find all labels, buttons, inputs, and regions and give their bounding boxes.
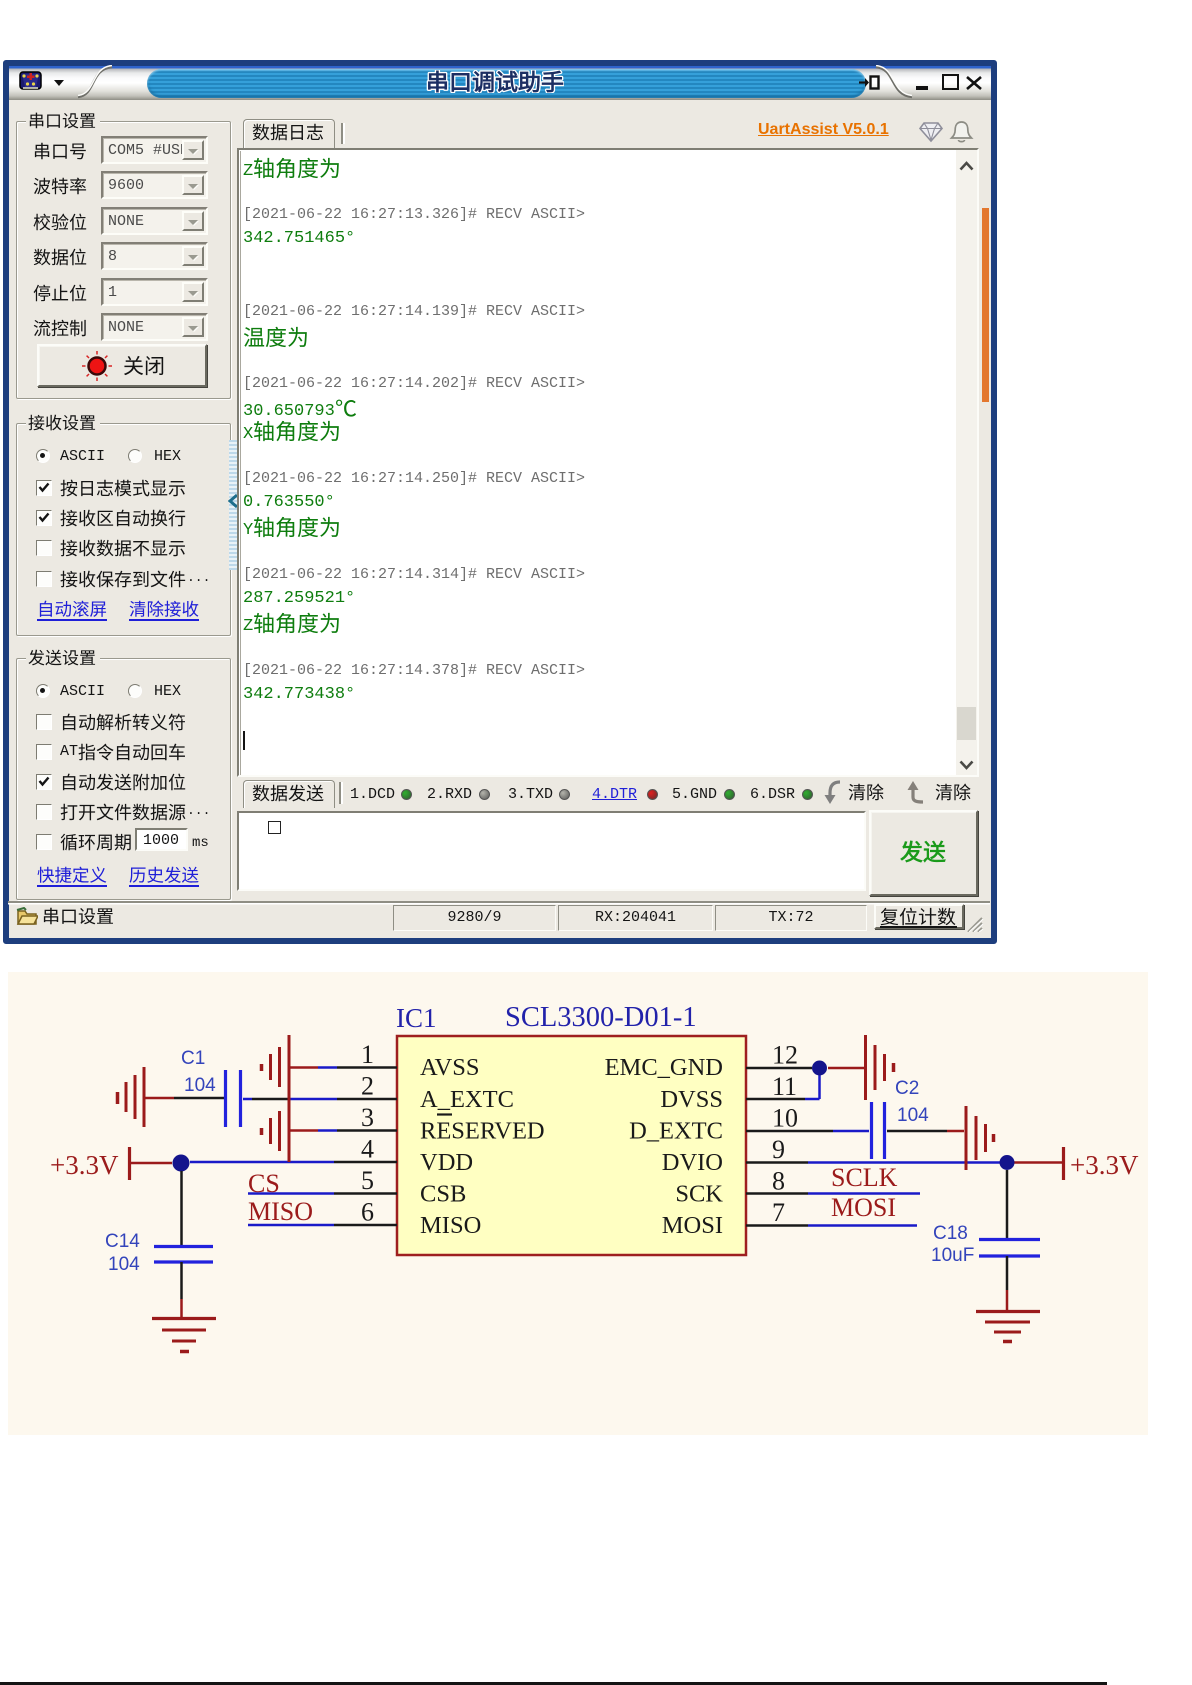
svg-text:C1: C1 <box>181 1048 205 1069</box>
svg-text:C18: C18 <box>933 1223 968 1244</box>
svg-text:MISO: MISO <box>420 1212 481 1239</box>
svg-text:MOSI: MOSI <box>831 1193 896 1222</box>
svg-text:SCLK: SCLK <box>831 1163 898 1192</box>
svg-text:DVIO: DVIO <box>662 1149 723 1176</box>
svg-text:VDD: VDD <box>420 1149 473 1176</box>
svg-text:EMC_GND: EMC_GND <box>605 1054 723 1081</box>
svg-text:12: 12 <box>772 1041 798 1070</box>
svg-text:1: 1 <box>361 1040 374 1069</box>
svg-text:6: 6 <box>361 1198 374 1227</box>
svg-text:+3.3V: +3.3V <box>50 1150 119 1180</box>
svg-text:11: 11 <box>772 1072 797 1101</box>
svg-text:C14: C14 <box>105 1231 140 1252</box>
svg-text:10uF: 10uF <box>931 1245 974 1266</box>
svg-text:10: 10 <box>772 1104 798 1133</box>
svg-text:7: 7 <box>772 1198 785 1227</box>
svg-text:CSB: CSB <box>420 1181 466 1208</box>
svg-text:C2: C2 <box>895 1078 919 1099</box>
svg-text:SCL3300-D01-1: SCL3300-D01-1 <box>505 1002 697 1033</box>
svg-text:8: 8 <box>772 1167 785 1196</box>
svg-text:9: 9 <box>772 1135 785 1164</box>
svg-text:DVSS: DVSS <box>660 1086 723 1113</box>
svg-text:5: 5 <box>361 1166 374 1195</box>
svg-text:104: 104 <box>108 1254 140 1275</box>
svg-text:D_EXTC: D_EXTC <box>629 1118 723 1145</box>
svg-text:MOSI: MOSI <box>662 1212 723 1239</box>
svg-text:3: 3 <box>361 1103 374 1132</box>
svg-text:IC1: IC1 <box>396 1003 437 1033</box>
svg-text:+3.3V: +3.3V <box>1070 1150 1139 1180</box>
svg-text:AVSS: AVSS <box>420 1054 479 1081</box>
svg-text:4: 4 <box>361 1135 374 1164</box>
svg-text:RESERVED: RESERVED <box>420 1118 545 1145</box>
svg-text:A_EXTC: A_EXTC <box>420 1086 514 1113</box>
svg-text:2: 2 <box>361 1072 374 1101</box>
svg-text:SCK: SCK <box>675 1181 723 1208</box>
svg-text:104: 104 <box>897 1105 929 1126</box>
svg-text:CS: CS <box>248 1169 280 1198</box>
svg-text:104: 104 <box>184 1075 216 1096</box>
svg-text:MISO: MISO <box>248 1197 313 1226</box>
